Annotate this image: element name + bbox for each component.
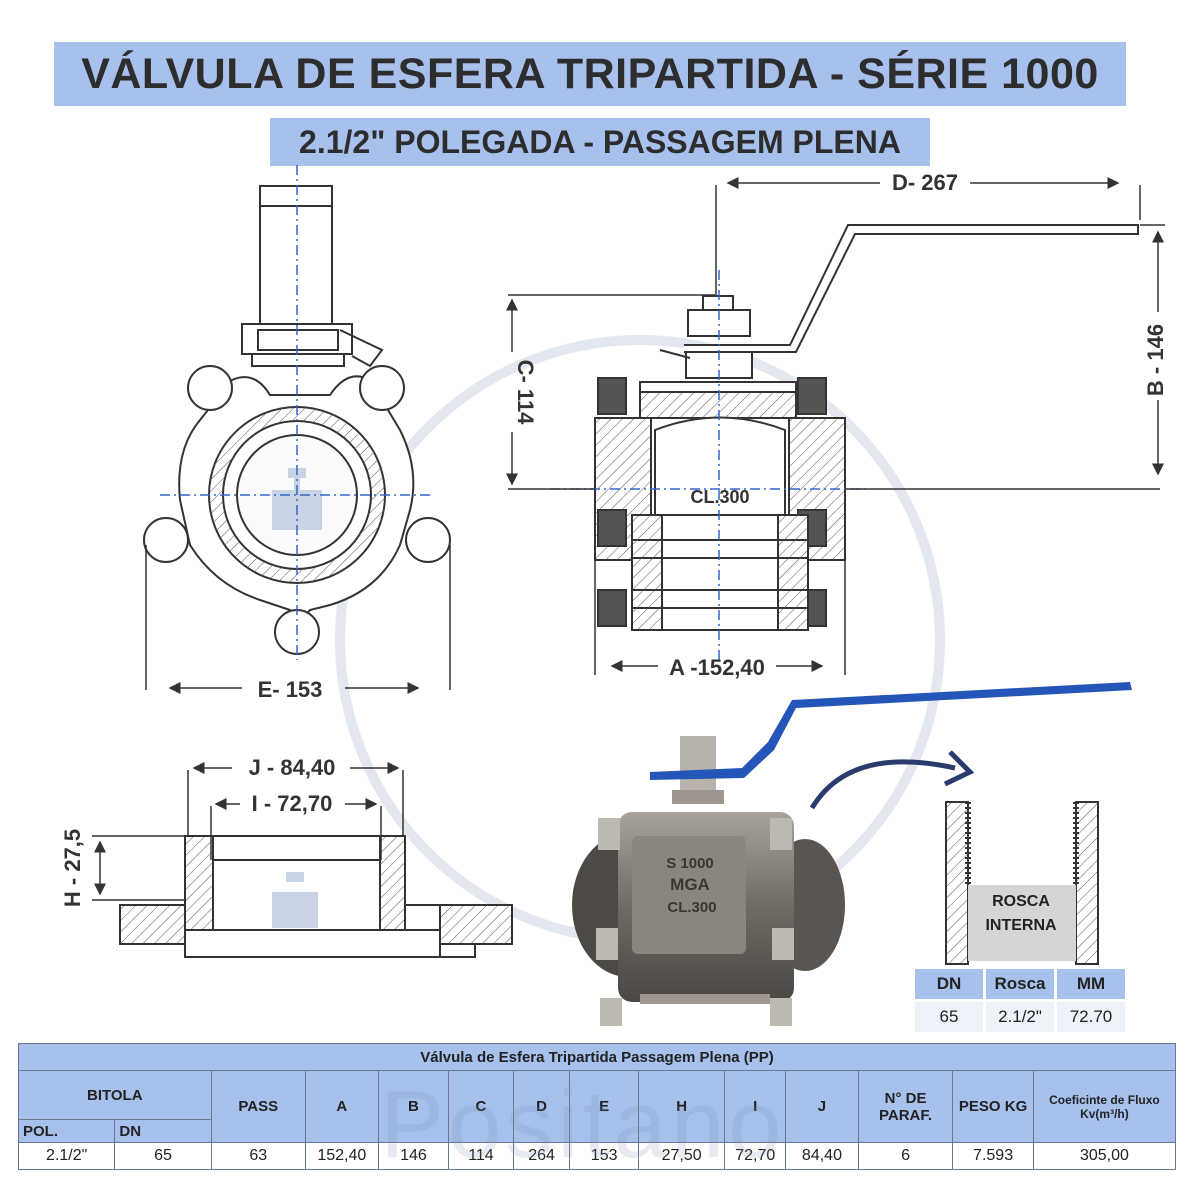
- thread-header-rosca: Rosca: [986, 969, 1054, 999]
- dim-e-label: E- 153: [258, 677, 323, 702]
- dim-b-label: B - 146: [1143, 324, 1168, 396]
- header-i: I: [724, 1070, 787, 1143]
- front-centerlines: [160, 165, 430, 660]
- header-pass: PASS: [210, 1070, 306, 1143]
- header-bitola: BITOLA: [18, 1070, 212, 1120]
- dim-h-label: H - 27,5: [60, 829, 85, 907]
- cell-i: 72,70: [724, 1142, 787, 1170]
- header-kv: Coeficinte de Fluxo Kv(m³/h): [1032, 1070, 1177, 1143]
- curved-arrow-icon: [809, 750, 975, 810]
- header-c: C: [448, 1070, 514, 1143]
- page-title: VÁLVULA DE ESFERA TRIPARTIDA - SÉRIE 100…: [81, 50, 1099, 98]
- cell-e: 153: [569, 1142, 639, 1170]
- thread-table-header: DN Rosca MM: [915, 969, 1125, 999]
- header-dn: DN: [114, 1119, 212, 1143]
- cell-dn: 65: [114, 1142, 212, 1170]
- dim-d: [715, 177, 1141, 295]
- cell-pol: 2.1/2": [17, 1142, 116, 1170]
- logo-mark-section: [272, 872, 318, 928]
- header-d: D: [512, 1070, 571, 1143]
- dim-h: [92, 835, 185, 901]
- thread-label-line1: ROSCA: [992, 893, 1050, 910]
- side-centerlines: [550, 270, 870, 660]
- cell-pass: 63: [210, 1142, 306, 1170]
- cell-h: 27,50: [637, 1142, 726, 1170]
- thread-detail-drawing: [945, 801, 1099, 965]
- cell-c: 114: [448, 1142, 514, 1170]
- dim-a-label: A -152,40: [669, 655, 765, 680]
- dim-j: [187, 762, 404, 836]
- table-row: 2.1/2" 65 63 152,40 146 114 264 153 27,5…: [17, 1142, 1177, 1170]
- spec-table-caption: Válvula de Esfera Tripartida Passagem Pl…: [18, 1043, 1176, 1071]
- dim-b: [845, 224, 1165, 490]
- header-pol: POL.: [17, 1119, 116, 1143]
- header-peso: PESO KG: [952, 1070, 1034, 1143]
- spec-table: Válvula de Esfera Tripartida Passagem Pl…: [17, 1043, 1177, 1170]
- cell-peso: 7.593: [952, 1142, 1034, 1170]
- cell-j: 84,40: [785, 1142, 859, 1170]
- subtitle-banner: 2.1/2" POLEGADA - PASSAGEM PLENA: [270, 118, 930, 166]
- thread-header-mm: MM: [1057, 969, 1125, 999]
- cell-kv: 305,00: [1032, 1142, 1177, 1170]
- thread-table-row: 65 2.1/2" 72.70: [915, 1002, 1125, 1032]
- dim-c-label: C- 114: [513, 360, 538, 426]
- side-view: [594, 224, 1139, 631]
- dim-a: [594, 560, 846, 675]
- dim-j-label: J - 84,40: [249, 755, 336, 780]
- dim-c: [506, 294, 715, 490]
- thread-table: DN Rosca MM 65 2.1/2" 72.70: [912, 966, 1128, 1035]
- header-b: B: [377, 1070, 450, 1143]
- header-e: E: [569, 1070, 639, 1143]
- header-h: H: [637, 1070, 726, 1143]
- cell-a: 152,40: [304, 1142, 379, 1170]
- thread-value-dn: 65: [915, 1002, 983, 1032]
- dim-e: [145, 545, 451, 694]
- header-a: A: [304, 1070, 379, 1143]
- cell-paraf: 6: [857, 1142, 954, 1170]
- title-banner: VÁLVULA DE ESFERA TRIPARTIDA - SÉRIE 100…: [54, 42, 1126, 106]
- header-j: J: [785, 1070, 859, 1143]
- thread-label: ROSCA INTERNA: [965, 890, 1077, 960]
- dim-i-label: I - 72,70: [252, 791, 333, 816]
- thread-header-dn: DN: [915, 969, 983, 999]
- thread-value-rosca: 2.1/2": [986, 1002, 1054, 1032]
- valve-photo: [572, 682, 1132, 1026]
- dim-i: [210, 798, 382, 860]
- cell-d: 264: [512, 1142, 571, 1170]
- dim-d-label: D- 267: [892, 170, 958, 195]
- body-marking: CL.300: [690, 487, 749, 507]
- photo-marking-2: MGA: [670, 875, 710, 894]
- cell-b: 146: [377, 1142, 450, 1170]
- photo-marking-1: S 1000: [666, 855, 714, 872]
- thread-value-mm: 72.70: [1057, 1002, 1125, 1032]
- page-subtitle: 2.1/2" POLEGADA - PASSAGEM PLENA: [299, 124, 901, 160]
- thread-label-line2: INTERNA: [985, 917, 1057, 934]
- photo-marking-3: CL.300: [667, 899, 716, 916]
- header-paraf: N° DE PARAF.: [857, 1070, 954, 1143]
